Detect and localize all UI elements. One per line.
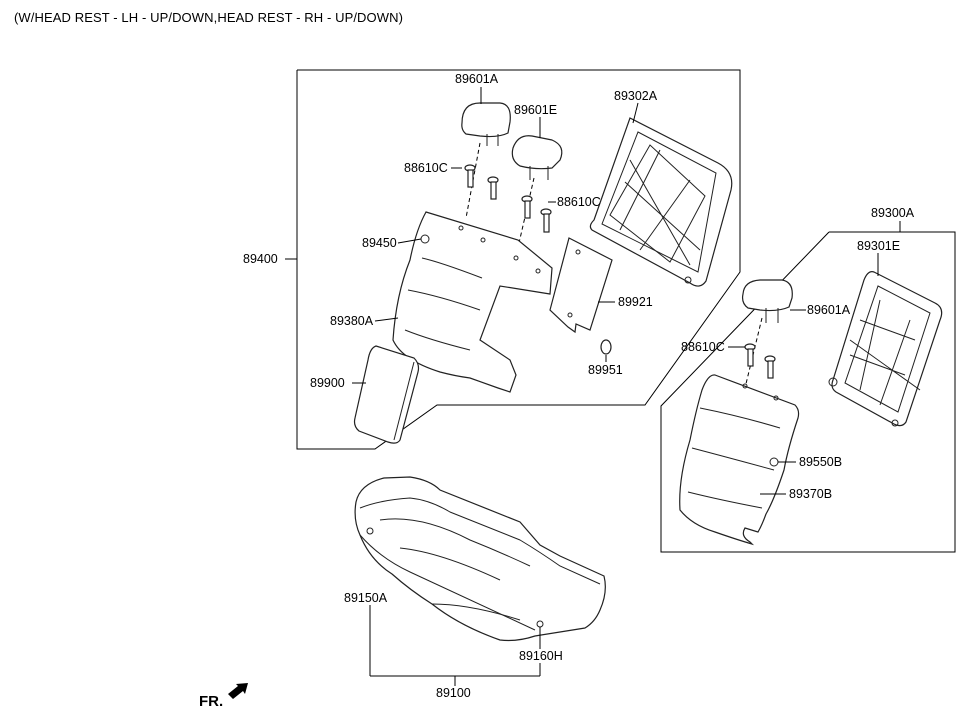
label-89900: 89900 bbox=[310, 376, 345, 390]
guide-88610C-mid bbox=[521, 195, 552, 233]
label-89550B: 89550B bbox=[799, 455, 842, 469]
label-89951: 89951 bbox=[588, 363, 623, 377]
label-89160H: 89160H bbox=[519, 649, 563, 663]
label-89601A-top: 89601A bbox=[455, 72, 499, 86]
label-89380A: 89380A bbox=[330, 314, 374, 328]
label-89300A: 89300A bbox=[871, 206, 915, 220]
seatback-frame-89302A bbox=[589, 117, 733, 287]
armrest-89900 bbox=[353, 345, 420, 444]
label-89302A: 89302A bbox=[614, 89, 658, 103]
label-88610C-right: 88610C bbox=[681, 340, 725, 354]
label-88610C-left: 88610C bbox=[404, 161, 448, 175]
headrest-89601A-right bbox=[741, 279, 793, 323]
seatback-cushion-89370B bbox=[679, 374, 800, 546]
label-89301E: 89301E bbox=[857, 239, 900, 253]
label-89450: 89450 bbox=[362, 236, 397, 250]
label-88610C-mid: 88610C bbox=[557, 195, 601, 209]
label-89400: 89400 bbox=[243, 252, 278, 266]
group-box-89400 bbox=[296, 69, 741, 450]
cover-89921 bbox=[549, 237, 613, 334]
label-89370B: 89370B bbox=[789, 487, 832, 501]
guide-88610C-right bbox=[744, 343, 776, 379]
diagram-heading: (W/HEAD REST - LH - UP/DOWN,HEAD REST - … bbox=[14, 10, 404, 25]
seatback-frame-89301E bbox=[828, 271, 943, 427]
label-89601A-right: 89601A bbox=[807, 303, 851, 317]
headrest-89601E bbox=[511, 135, 563, 180]
label-89921: 89921 bbox=[618, 295, 653, 309]
front-indicator-label: FR. bbox=[199, 693, 224, 710]
guide-88610C-left bbox=[464, 164, 499, 200]
label-89100: 89100 bbox=[436, 686, 471, 700]
seat-cushion-89100 bbox=[354, 476, 606, 642]
group-box-89300A bbox=[660, 231, 956, 553]
label-89601E: 89601E bbox=[514, 103, 557, 117]
headrest-89601A bbox=[461, 102, 511, 146]
plug-89951 bbox=[600, 339, 612, 355]
label-89150A: 89150A bbox=[344, 591, 388, 605]
seatback-cushion-89380A bbox=[392, 211, 553, 393]
front-arrow-icon bbox=[228, 683, 248, 699]
